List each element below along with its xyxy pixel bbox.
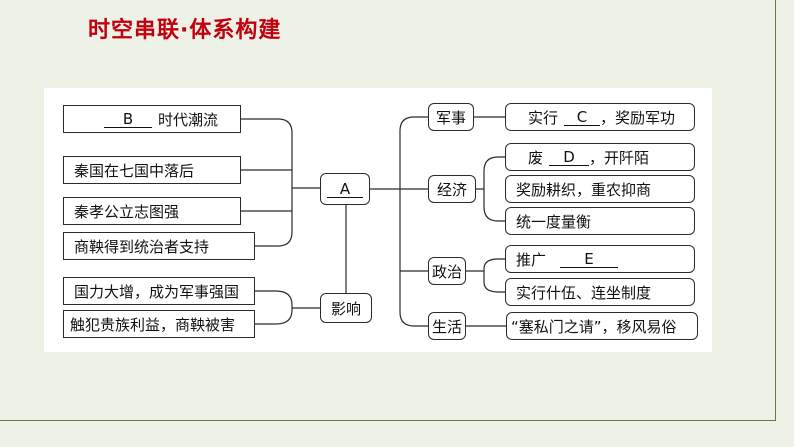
detail-text: ，开阡陌 bbox=[589, 148, 650, 167]
category-label: 军事 bbox=[435, 108, 466, 127]
detail-text: “塞私门之请”，移风易俗 bbox=[511, 317, 677, 336]
categories-bracket bbox=[370, 116, 429, 327]
economy-detail-d: 废 D ，开阡陌 bbox=[505, 143, 695, 171]
detail-text: ，奖励军功 bbox=[600, 108, 676, 127]
blank-a: A bbox=[327, 181, 363, 198]
blank-b: B bbox=[104, 111, 152, 128]
cause-box: 秦孝公立志图强 bbox=[63, 197, 241, 225]
frame-right-border bbox=[775, 0, 776, 420]
cause-text: 商鞅得到统治者支持 bbox=[74, 237, 210, 256]
detail-text: 实行 bbox=[528, 108, 559, 127]
cause-text: 秦孝公立志图强 bbox=[74, 202, 180, 221]
cause-box: 商鞅得到统治者支持 bbox=[63, 232, 255, 260]
category-label: 政治 bbox=[431, 262, 462, 281]
detail-text: 奖励耕织，重农抑商 bbox=[516, 180, 652, 199]
effect-label: 影响 bbox=[330, 299, 361, 318]
detail-text: 废 bbox=[528, 148, 544, 167]
politics-bracket bbox=[466, 258, 505, 293]
effect-node: 影响 bbox=[320, 293, 372, 323]
category-life: 生活 bbox=[428, 312, 466, 340]
economy-detail: 奖励耕织，重农抑商 bbox=[505, 175, 695, 203]
politics-detail-e: 推广 E bbox=[505, 245, 695, 273]
politics-detail: 实行什伍、连坐制度 bbox=[505, 278, 695, 306]
detail-text: 统一度量衡 bbox=[516, 212, 592, 231]
blank-c: C bbox=[564, 109, 601, 126]
center-node-a: A bbox=[320, 173, 370, 205]
category-label: 生活 bbox=[431, 317, 462, 336]
detail-text: 推广 bbox=[516, 250, 547, 269]
category-economy: 经济 bbox=[428, 175, 476, 203]
page-title: 时空串联·体系构建 bbox=[88, 18, 282, 43]
blank-d: D bbox=[549, 149, 590, 166]
causes-bracket bbox=[241, 118, 320, 247]
effect-box: 国力大增，成为军事强国 bbox=[63, 277, 255, 305]
effect-box: 触犯贵族利益，商鞅被害 bbox=[63, 310, 255, 338]
effect-text: 触犯贵族利益，商鞅被害 bbox=[70, 315, 236, 334]
category-military: 军事 bbox=[428, 103, 474, 131]
effect-text: 国力大增，成为军事强国 bbox=[74, 282, 240, 301]
blank-e: E bbox=[560, 251, 619, 268]
effects-bracket bbox=[255, 290, 320, 325]
cause-text: 时代潮流 bbox=[158, 110, 219, 129]
military-detail: 实行 C ，奖励军功 bbox=[505, 103, 695, 131]
economy-detail: 统一度量衡 bbox=[505, 207, 695, 235]
category-label: 经济 bbox=[436, 180, 467, 199]
life-detail: “塞私门之请”，移风易俗 bbox=[506, 312, 698, 340]
cause-text: 秦国在七国中落后 bbox=[74, 161, 195, 180]
detail-text: 实行什伍、连坐制度 bbox=[516, 283, 652, 302]
frame-bottom-border bbox=[0, 420, 776, 421]
cause-box: 秦国在七国中落后 bbox=[63, 156, 241, 184]
category-politics: 政治 bbox=[428, 257, 466, 285]
economy-bracket bbox=[476, 156, 505, 222]
cause-box-b: B 时代潮流 bbox=[63, 105, 241, 133]
